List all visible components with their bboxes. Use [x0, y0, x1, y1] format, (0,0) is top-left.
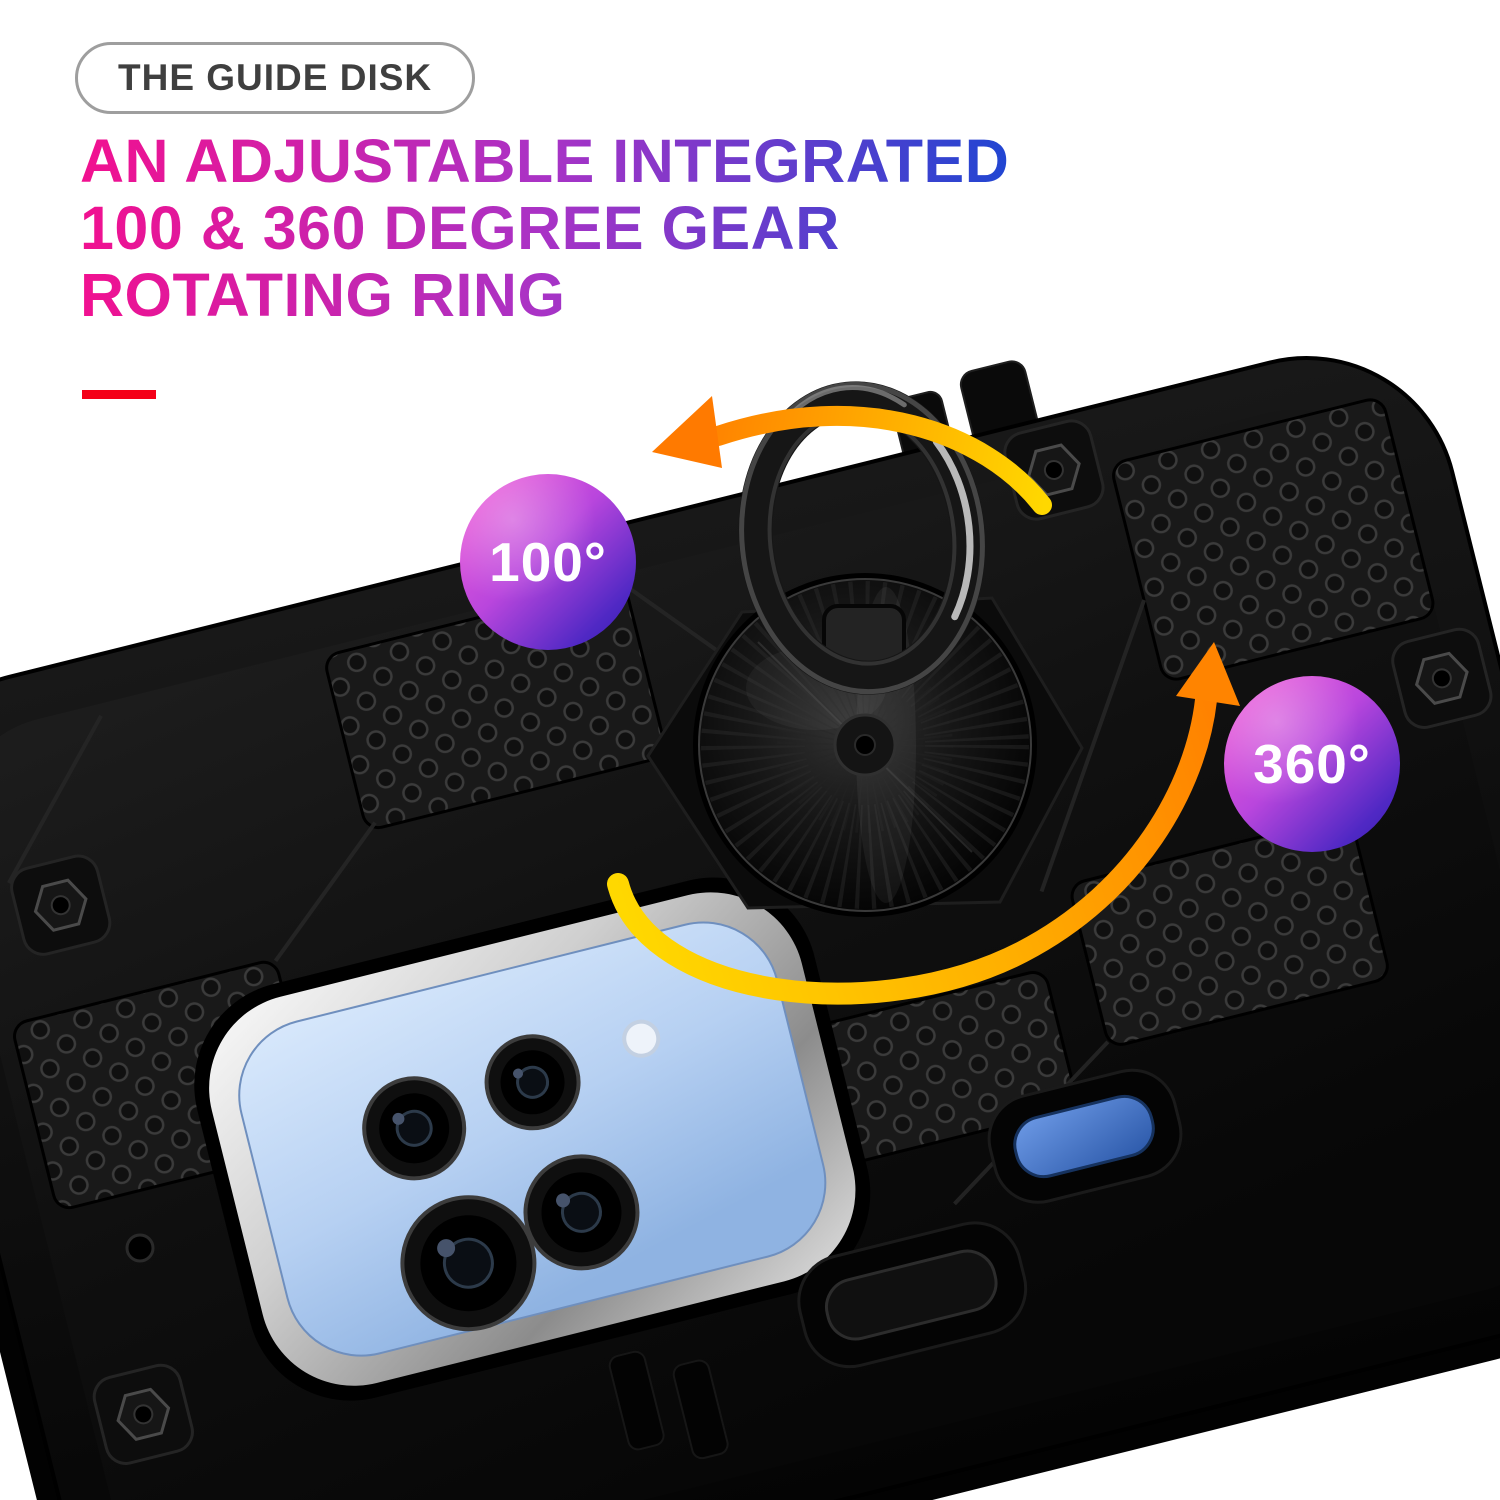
headline-line-2: 100 & 360 DEGREE GEAR [80, 194, 840, 263]
volume-button [825, 1249, 998, 1341]
rotation-angle-badge-100-label: 100° [489, 531, 607, 593]
camera-lens [400, 1195, 537, 1332]
corner-screw [10, 854, 112, 956]
grip-ridge [672, 1359, 729, 1460]
rotation-angle-badge-360-label: 360° [1253, 733, 1371, 795]
corner-screw [92, 1363, 194, 1465]
camera-flash [622, 1019, 661, 1058]
accent-underline [82, 390, 156, 399]
headline-line-1: AN ADJUSTABLE INTEGRATED [80, 127, 1010, 195]
camera-lens [523, 1154, 640, 1271]
guide-disk-pill: THE GUIDE DISK [75, 42, 476, 114]
honeycomb-texture [13, 398, 1435, 1210]
corner-screw [1391, 627, 1493, 729]
camera-lens [484, 1034, 581, 1131]
camera-lens [362, 1076, 467, 1181]
camera-module [194, 877, 871, 1401]
side-buttons [797, 1068, 1183, 1369]
ring-kickstand [646, 381, 1084, 917]
headline: AN ADJUSTABLE INTEGRATED 100 & 360 DEGRE… [80, 128, 1009, 329]
rotation-arrow-top-icon [652, 396, 1052, 515]
power-button-blue [1013, 1094, 1155, 1179]
guide-disk-label: THE GUIDE DISK [118, 57, 433, 98]
phone-back-panel [238, 921, 827, 1357]
headphone-jack-hole [125, 1233, 155, 1263]
grip-ridge [608, 1350, 665, 1451]
headline-line-3: ROTATING RING [80, 261, 566, 330]
rotation-arrow-orbit-icon [607, 642, 1240, 1005]
rotation-angle-badge-100: 100° [460, 474, 636, 650]
rotation-angle-badge-360: 360° [1224, 676, 1400, 852]
